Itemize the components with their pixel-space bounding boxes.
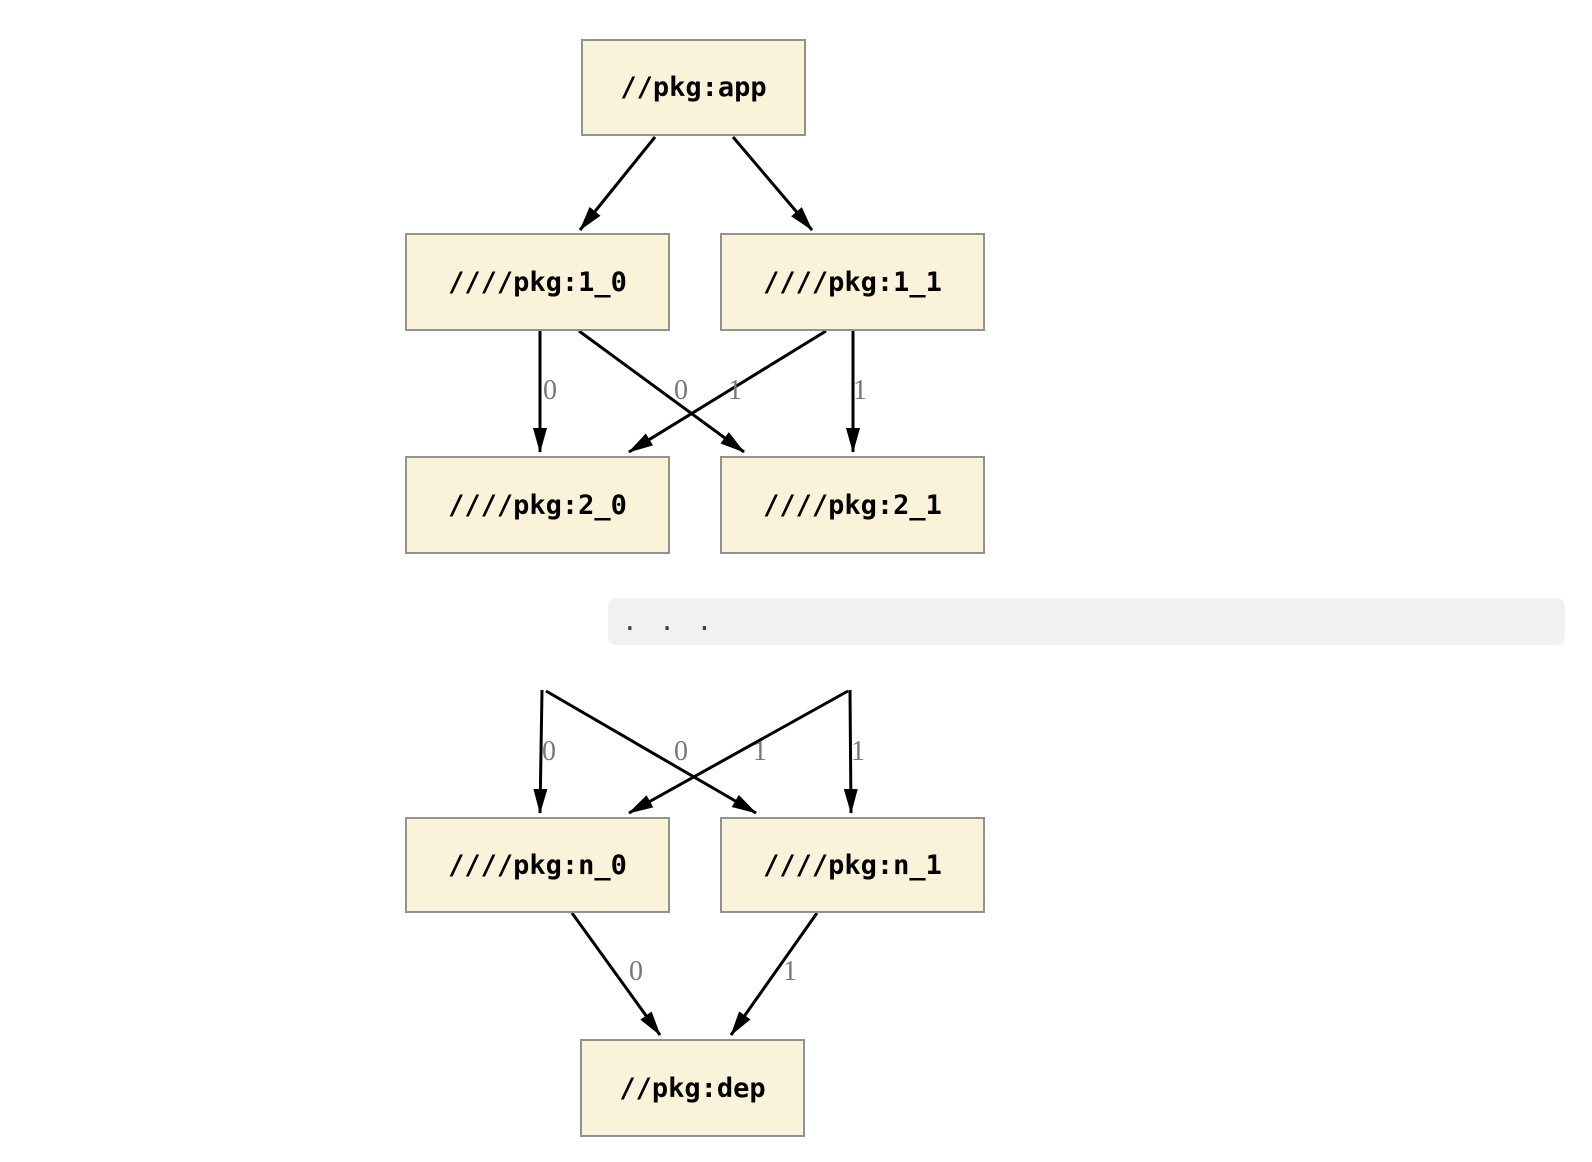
edge-label-prev-right-to-n_0: 0 <box>674 736 688 767</box>
edge-prev-left-to-n_0 <box>533 689 548 814</box>
graph-node-2_0-label: ////pkg:2_0 <box>448 489 627 521</box>
edge-label-1_1-to-2_1: 1 <box>853 375 867 406</box>
edge-prev-right-to-n_0 <box>628 689 849 815</box>
edge-label-n_0-to-dep: 0 <box>629 956 643 987</box>
ellipsis-text: . . . <box>622 606 713 637</box>
graph-node-app: //pkg:app <box>581 39 806 136</box>
edge-app-to-1_1 <box>731 136 814 231</box>
graph-node-n_1: ////pkg:n_1 <box>720 817 985 913</box>
edge-label-1_0-to-2_1: 1 <box>728 375 742 406</box>
edge-label-1_0-to-2_0: 0 <box>543 375 557 406</box>
ellipsis-separator: . . . <box>608 598 1565 645</box>
graph-node-dep-label: //pkg:dep <box>619 1072 766 1104</box>
edge-app-to-1_0 <box>578 136 657 231</box>
edge-n_1-to-dep <box>729 912 819 1036</box>
edge-n_0-to-dep <box>570 912 662 1036</box>
edge-1_1-to-2_0 <box>628 329 827 454</box>
graph-node-n_0: ////pkg:n_0 <box>405 817 670 913</box>
graph-node-n_0-label: ////pkg:n_0 <box>448 849 627 881</box>
edge-label-prev-left-to-n_1: 1 <box>753 736 767 767</box>
graph-node-dep: //pkg:dep <box>580 1039 805 1137</box>
graph-node-2_1-label: ////pkg:2_1 <box>763 489 942 521</box>
edge-label-prev-right-to-n_1: 1 <box>851 736 865 767</box>
edge-prev-left-to-n_1 <box>545 689 757 815</box>
graph-node-app-label: //pkg:app <box>620 72 767 103</box>
graph-node-1_0: ////pkg:1_0 <box>405 233 670 331</box>
graph-node-1_1-label: ////pkg:1_1 <box>763 266 942 298</box>
graph-node-1_1: ////pkg:1_1 <box>720 233 985 331</box>
edge-label-1_1-to-2_0: 0 <box>674 375 688 406</box>
edge-prev-right-to-n_1 <box>843 689 858 814</box>
graph-node-2_1: ////pkg:2_1 <box>720 456 985 554</box>
edge-label-prev-left-to-n_0: 0 <box>542 736 556 767</box>
edge-1_0-to-2_1 <box>578 329 745 454</box>
edge-label-n_1-to-dep: 1 <box>783 956 797 987</box>
graph-node-2_0: ////pkg:2_0 <box>405 456 670 554</box>
graph-node-n_1-label: ////pkg:n_1 <box>763 849 942 881</box>
graph-node-1_0-label: ////pkg:1_0 <box>448 266 627 298</box>
